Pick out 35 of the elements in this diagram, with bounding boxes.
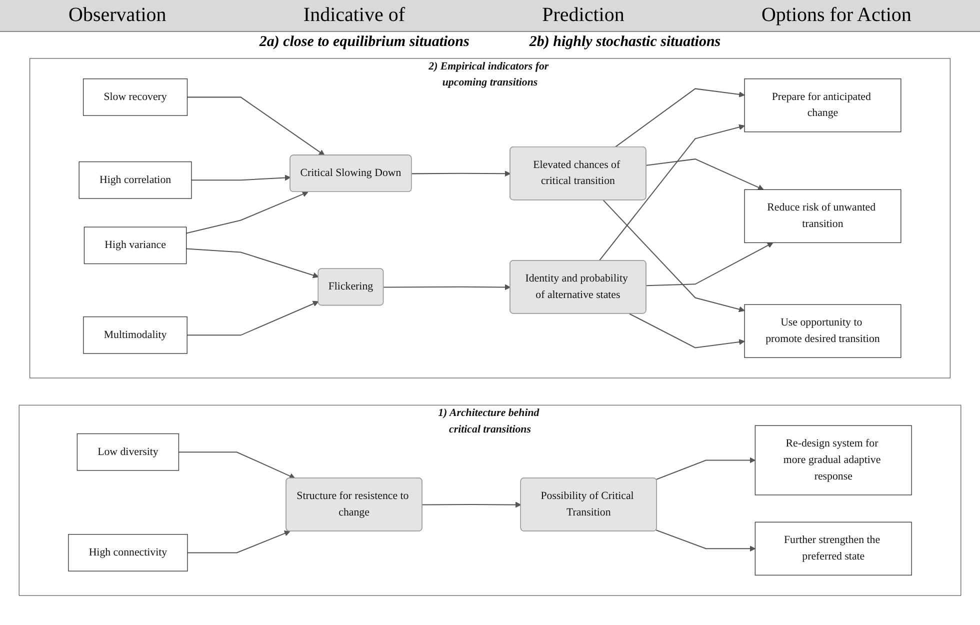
arrow [186, 191, 308, 234]
column-header: Indicative of [303, 4, 406, 27]
arrow [187, 300, 319, 336]
arrow [384, 284, 511, 290]
node-box: High correlation [78, 161, 192, 199]
column-header: Observation [68, 4, 166, 27]
column-header: Prediction [542, 4, 624, 27]
subsection-heading: 2b) highly stochastic situations [529, 34, 721, 51]
arrow [614, 88, 745, 148]
arrow [187, 96, 325, 156]
arrow [598, 124, 745, 262]
node-box: Prepare for anticipated change [744, 78, 902, 132]
arrow [178, 452, 296, 479]
node-box: Slow recovery [82, 78, 188, 116]
arrow [646, 242, 774, 286]
arrow [602, 200, 745, 312]
arrow [422, 502, 522, 508]
node-box: Reduce risk of unwanted transition [744, 189, 902, 244]
arrow [646, 158, 764, 190]
column-header: Options for Action [761, 4, 912, 27]
node-box: Low diversity [76, 433, 180, 471]
arrow [656, 530, 756, 552]
arrow [656, 457, 756, 480]
arrow [191, 174, 291, 181]
node-box: High connectivity [68, 534, 188, 572]
arrow [629, 313, 745, 348]
arrow [412, 170, 511, 177]
arrow [187, 530, 290, 554]
arrow [186, 248, 319, 278]
node-box: Use opportunity to promote desired transition [744, 304, 902, 358]
node-box: Re-design system for more gradual adaptive response [754, 425, 912, 496]
node-box: Further strengthen the preferred state [754, 522, 912, 576]
node-box: Multimodality [83, 316, 188, 354]
subsection-heading: 2a) close to equilibrium situations [259, 34, 470, 51]
node-box: High variance [84, 226, 187, 264]
